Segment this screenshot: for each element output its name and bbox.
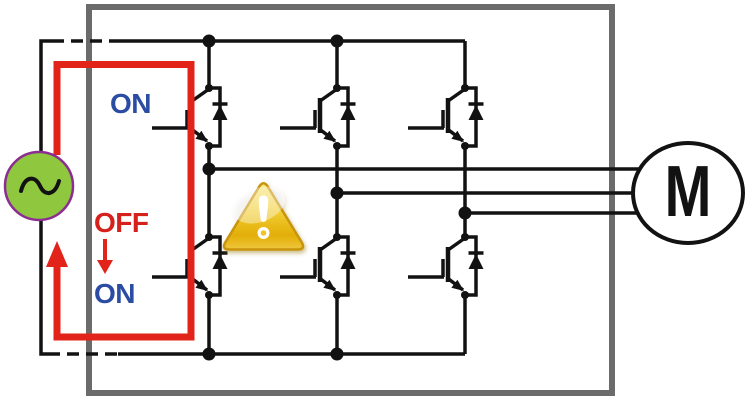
igbt-leg3-low <box>408 233 484 299</box>
top-switch-state-label: ON <box>110 88 152 119</box>
source-top-wire <box>39 39 52 153</box>
source-bottom-wire <box>39 219 48 356</box>
motor-icon <box>631 141 745 245</box>
inverter-enclosure-border <box>86 4 615 396</box>
motor-label: M <box>664 152 712 233</box>
fault-current-path <box>46 61 195 341</box>
inverter-leg-3 <box>408 41 484 354</box>
arrow-up-icon <box>46 241 68 267</box>
bottom-switch-previous-state-label: OFF <box>94 207 149 238</box>
inverter-leg-1 <box>152 41 228 354</box>
dc-bus-wiring <box>39 39 465 356</box>
arrow-down-icon <box>97 239 113 274</box>
igbt-leg3-high <box>408 84 484 150</box>
igbt-leg2-high <box>280 84 356 150</box>
bottom-switch-state-label: ON <box>94 278 136 309</box>
ac-source-icon <box>3 150 75 222</box>
warning-triangle-icon <box>222 182 305 251</box>
phase-output-lines <box>209 167 652 215</box>
inverter-leg-2 <box>280 41 356 354</box>
junction-dots <box>202 34 472 361</box>
